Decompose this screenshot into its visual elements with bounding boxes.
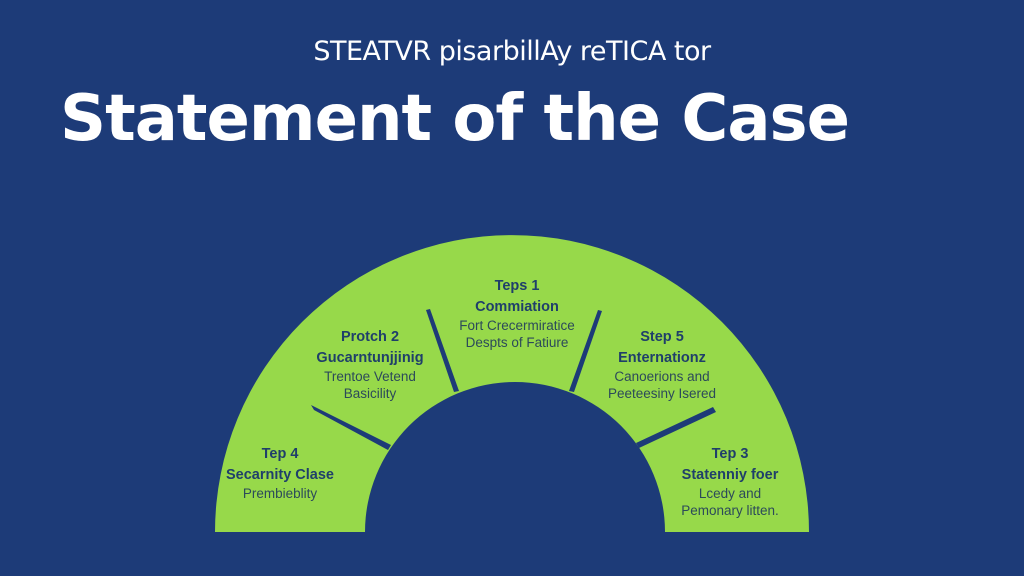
step-number: Tep 3 (711, 446, 749, 462)
divider-left-lower (311, 405, 391, 450)
step-number: Protch 2 (340, 329, 400, 345)
step-heading: Gucarntunjjinig (316, 349, 424, 366)
step-segment-right-bottom: Tep 3 Statenniy foer Lcedy and Pemonary … (681, 445, 779, 520)
step-number: Teps 1 (494, 278, 540, 294)
step-heading: Secarnity Clase (225, 466, 335, 483)
step-description: Pemonary litten. (681, 503, 779, 519)
divider-right-upper (569, 310, 602, 392)
step-segment-top: Teps 1 Commiation Fort Crecermiratice De… (459, 277, 575, 352)
step-number: Step 5 (640, 329, 684, 345)
divider-right-lower (636, 407, 716, 448)
step-number: Tep 4 (261, 446, 299, 462)
step-description: Despts of Fatiure (465, 335, 569, 351)
slide-title: Statement of the Case (60, 82, 850, 156)
step-description: Peeteesiny Isered (607, 386, 717, 402)
step-description: Lcedy and (698, 485, 762, 501)
step-description: Canoerions and (614, 368, 710, 384)
slide-subtitle: STEATVR pisarbillAy reTICA tor (313, 36, 711, 67)
step-segment-left-upper: Protch 2 Gucarntunjjinig Trentoe Vetend … (316, 328, 423, 403)
step-heading: Commiation (475, 298, 559, 315)
step-segment-left-bottom: Tep 4 Secarnity Clase Prembieblity (226, 445, 334, 502)
step-description: Trentoe Vetend (324, 368, 416, 384)
step-segment-right-upper: Step 5 Enternationz Canoerions and Peete… (608, 328, 716, 403)
step-heading: Enternationz (618, 349, 706, 366)
step-description: Basicility (343, 386, 397, 402)
arch-shape (215, 235, 809, 532)
step-heading: Statenniy foer (681, 466, 779, 483)
divider-left-upper (426, 309, 459, 392)
step-description: Prembieblity (242, 485, 318, 501)
step-description: Fort Crecermiratice (459, 317, 575, 333)
